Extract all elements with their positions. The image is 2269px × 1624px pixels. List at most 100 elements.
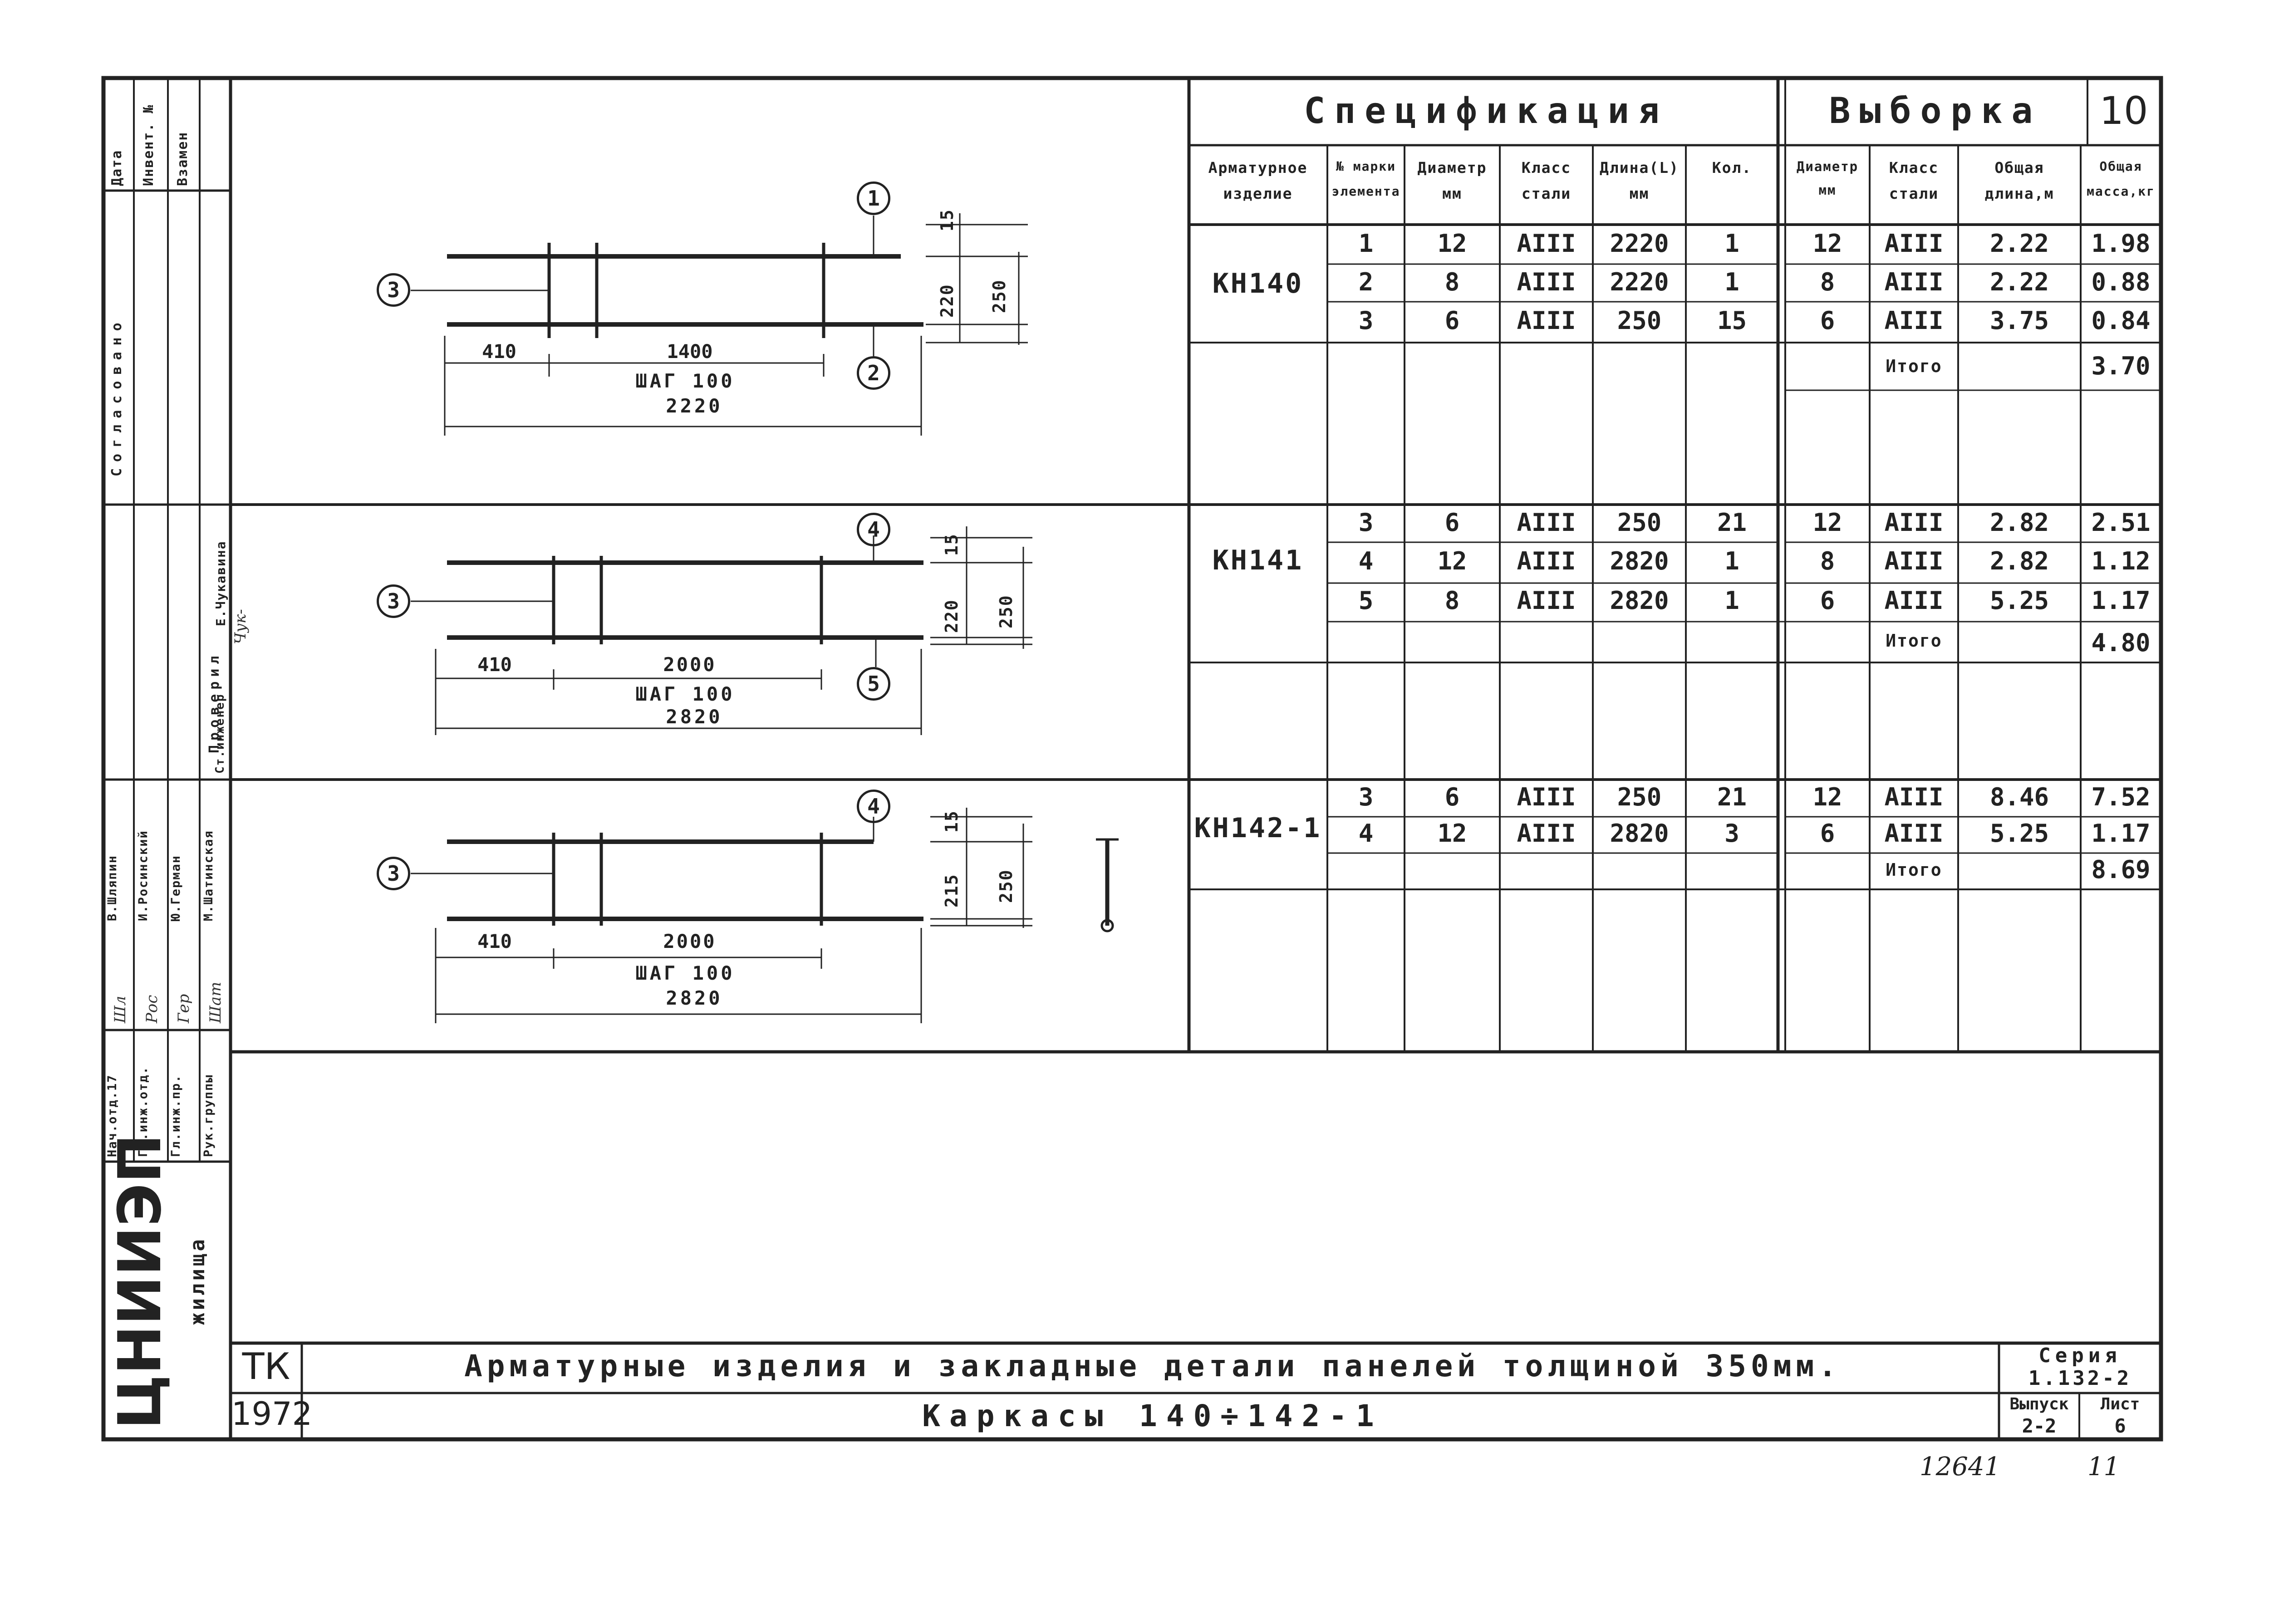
spec-cell: 15 — [1717, 306, 1747, 335]
spec-header-7-line2: стали — [1889, 185, 1939, 202]
spec-cell: 2820 — [1610, 547, 1669, 575]
spec-cell: 2220 — [1610, 268, 1669, 296]
signature-checker: Чук- — [231, 609, 250, 644]
inventory-number: 12641 — [1920, 1452, 2001, 1482]
position-circle-d1-left: 3 — [377, 273, 410, 307]
stamp-person-4: М.Шатинская — [201, 830, 216, 921]
selection-cell: 2.22 — [1989, 229, 2049, 258]
selection-cell: АIII — [1884, 508, 1944, 537]
selection-cell: 2.82 — [1989, 547, 2049, 575]
selection-total-label: Итого — [1886, 356, 1942, 376]
spec-cell: 4 — [1358, 547, 1374, 575]
selection-total-label: Итого — [1886, 631, 1942, 651]
selection-total-label: Итого — [1886, 860, 1942, 880]
sheet-number: 6 — [2114, 1415, 2126, 1437]
dim-d2-v-top: 15 — [942, 533, 962, 556]
spec-cell: 3 — [1358, 508, 1374, 537]
stamp-person-2: И.Росинский — [136, 830, 150, 921]
selection-cell: 6 — [1820, 306, 1835, 335]
position-circle-d2-left: 3 — [377, 584, 410, 618]
spec-cell: АIII — [1517, 229, 1576, 258]
title-block-org: ТК — [242, 1345, 290, 1388]
title-block-line1: Арматурные изделия и закладные детали па… — [464, 1349, 1841, 1384]
series-number: 1.132-2 — [2028, 1367, 2132, 1390]
position-circle-d1-top: 1 — [857, 182, 890, 215]
spec-header-2-line1: Диаметр — [1417, 159, 1487, 177]
selection-cell: 5.25 — [1989, 586, 2049, 615]
spec-mark-1: КН141 — [1212, 545, 1304, 576]
dim-d3-v-mid: 215 — [942, 873, 962, 908]
spec-header-7-line1: Класс — [1889, 159, 1939, 177]
spec-cell: 21 — [1717, 508, 1747, 537]
spec-header-0-line2: изделие — [1223, 185, 1293, 202]
spec-header-8-line2: длина,м — [1984, 185, 2054, 202]
spec-cell: 21 — [1717, 783, 1747, 811]
page-number: 11 — [2087, 1452, 2120, 1482]
spec-cell: 6 — [1444, 783, 1460, 811]
spec-header-3-line2: стали — [1521, 185, 1572, 202]
spec-header-0-line1: Арматурное — [1208, 159, 1308, 177]
issue-label: Выпуск — [2009, 1395, 2069, 1413]
stamp-person-3: Ю.Герман — [169, 854, 183, 921]
selection-cell: 8 — [1820, 547, 1835, 575]
spec-cell: 6 — [1444, 306, 1460, 335]
sheet-label: Лист — [2100, 1395, 2140, 1413]
spec-cell: 250 — [1617, 306, 1662, 335]
selection-cell: 7.52 — [2091, 783, 2151, 811]
spec-header-4-line1: Длина(L) — [1600, 159, 1679, 177]
selection-total: 8.69 — [2091, 855, 2151, 884]
dim-d3-step: ШАГ 100 — [635, 962, 735, 984]
logo-subtext: жилища — [186, 1236, 209, 1325]
selection-cell: 0.88 — [2091, 268, 2151, 296]
spec-cell: 4 — [1358, 819, 1374, 848]
selection-cell: 1.17 — [2091, 586, 2151, 615]
spec-cell: 1 — [1358, 229, 1374, 258]
spec-header-5: Кол. — [1687, 159, 1777, 185]
spec-header-0: Арматурное изделие — [1190, 159, 1326, 202]
dim-d1-total: 2220 — [666, 395, 723, 417]
dim-d3-left: 410 — [477, 930, 512, 952]
selection-cell: 1.17 — [2091, 819, 2151, 848]
spec-cell: 1 — [1724, 229, 1739, 258]
signature-2: Рос — [143, 995, 161, 1023]
stamp-agreed-label: Согласовано — [109, 316, 125, 476]
spec-cell: 2 — [1358, 268, 1374, 296]
dim-d1-v-top: 15 — [937, 209, 957, 231]
dim-d2-mid: 2000 — [663, 653, 717, 676]
dim-d2-total: 2820 — [666, 706, 723, 728]
selection-cell: АIII — [1884, 268, 1944, 296]
spec-cell: АIII — [1517, 547, 1576, 575]
spec-cell: АIII — [1517, 586, 1576, 615]
series-label: Серия — [2038, 1344, 2122, 1367]
position-circle-d2-top: 4 — [857, 513, 890, 546]
selection-cell: 1.12 — [2091, 547, 2151, 575]
selection-cell: 0.84 — [2091, 306, 2151, 335]
spec-header-5-line1: Кол. — [1712, 159, 1752, 177]
position-circle-d3-top: 4 — [857, 790, 890, 823]
spec-header-6-line1: Диаметр — [1796, 159, 1859, 174]
spec-cell: 3 — [1358, 783, 1374, 811]
stamp-role-4: Рук.группы — [201, 1074, 216, 1157]
spec-header-1-line1: № марки — [1336, 159, 1396, 174]
spec-header-7: Класс стали — [1871, 159, 1957, 202]
sheet-corner-number: 10 — [2099, 88, 2148, 133]
signature-4: Шат — [206, 981, 225, 1023]
dim-d1-mid: 1400 — [667, 340, 713, 363]
dim-d2-left: 410 — [477, 653, 512, 676]
selection-total: 4.80 — [2091, 628, 2151, 657]
spec-cell: 3 — [1724, 819, 1739, 848]
dim-d2-step: ШАГ 100 — [635, 683, 735, 705]
selection-cell: 3.75 — [1989, 306, 2049, 335]
spec-header-4: Длина(L)мм — [1594, 159, 1685, 202]
selection-cell: АIII — [1884, 819, 1944, 848]
spec-cell: АIII — [1517, 268, 1576, 296]
spec-header-3-line1: Класс — [1521, 159, 1572, 177]
spec-cell: 2220 — [1610, 229, 1669, 258]
selection-cell: 2.22 — [1989, 268, 2049, 296]
